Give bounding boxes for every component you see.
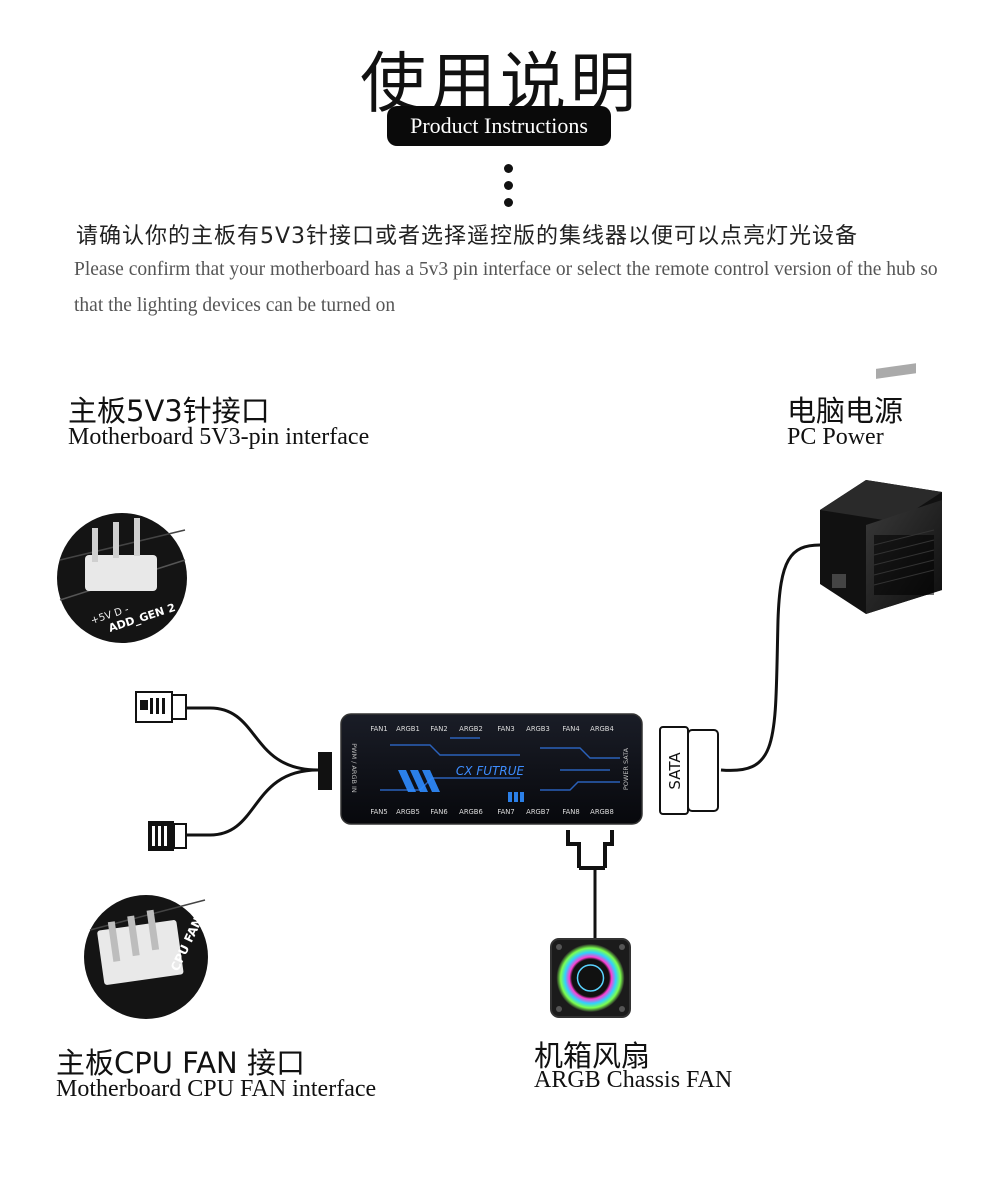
- divider-dots: [504, 164, 513, 215]
- hub-power-label: POWER SATA: [622, 747, 630, 790]
- cpu-fan-label-cn: 主板CPU FAN 接口: [56, 1046, 305, 1080]
- hub-port-fan2: FAN2: [430, 725, 447, 733]
- hub-port-fan1: FAN1: [370, 725, 387, 733]
- argb-header-photo: +5V D - ADD_GEN 2: [57, 513, 187, 643]
- hub-port-argb1: ARGB1: [396, 725, 420, 733]
- intro-text-cn: 请确认你的主板有5V3针接口或者选择遥控版的集线器以便可以点亮灯光设备: [76, 224, 859, 249]
- pc-power-label-cn: 电脑电源: [787, 394, 904, 428]
- hub-port-fan8: FAN8: [562, 808, 579, 816]
- hub-port-fan4: FAN4: [562, 725, 579, 733]
- hub-port-argb3: ARGB3: [526, 725, 550, 733]
- hub-port-fan5: FAN5: [370, 808, 387, 816]
- chassis-fan-label-en: ARGB Chassis FAN: [534, 1067, 733, 1093]
- argb-header-label-cn: 主板5V3针接口: [68, 394, 270, 428]
- hub-port-argb8: ARGB8: [590, 808, 614, 816]
- hub-port-argb5: ARGB5: [396, 808, 420, 816]
- intro-text-en: Please confirm that your motherboard has…: [74, 259, 938, 316]
- hub-input-connector: [318, 752, 332, 790]
- sata-label: SATA: [666, 752, 684, 790]
- cpu-fan-label-en: Motherboard CPU FAN interface: [56, 1076, 377, 1102]
- hub-port-argb7: ARGB7: [526, 808, 550, 816]
- cpu-fan-header-photo: CPU FAN: [84, 895, 208, 1019]
- chassis-fan-label-cn: 机箱风扇: [534, 1039, 651, 1073]
- pwm-plug-icon: [148, 821, 187, 851]
- sata-connector-icon: SATA: [659, 726, 719, 815]
- hub-port-argb6: ARGB6: [459, 808, 483, 816]
- hub-input-label: PWM / ARGB IN: [350, 743, 358, 793]
- chassis-fan-icon: [550, 938, 631, 1018]
- hub-port-fan6: FAN6: [430, 808, 447, 816]
- argb-plug-icon: [135, 691, 187, 723]
- hub-port-argb2: ARGB2: [459, 725, 483, 733]
- cables: [186, 543, 821, 940]
- argb-header-label-en: Motherboard 5V3-pin interface: [68, 424, 370, 450]
- hub-port-fan3: FAN3: [497, 725, 514, 733]
- psu-icon: [820, 363, 942, 614]
- hub-fan-output-connector: [566, 830, 614, 870]
- page-subtitle-badge: Product Instructions: [387, 106, 611, 146]
- pc-power-label-en: PC Power: [787, 424, 884, 450]
- hub-port-argb4: ARGB4: [590, 725, 614, 733]
- hub-brand: CX FUTRUE: [456, 764, 525, 778]
- hub-port-fan7: FAN7: [497, 808, 514, 816]
